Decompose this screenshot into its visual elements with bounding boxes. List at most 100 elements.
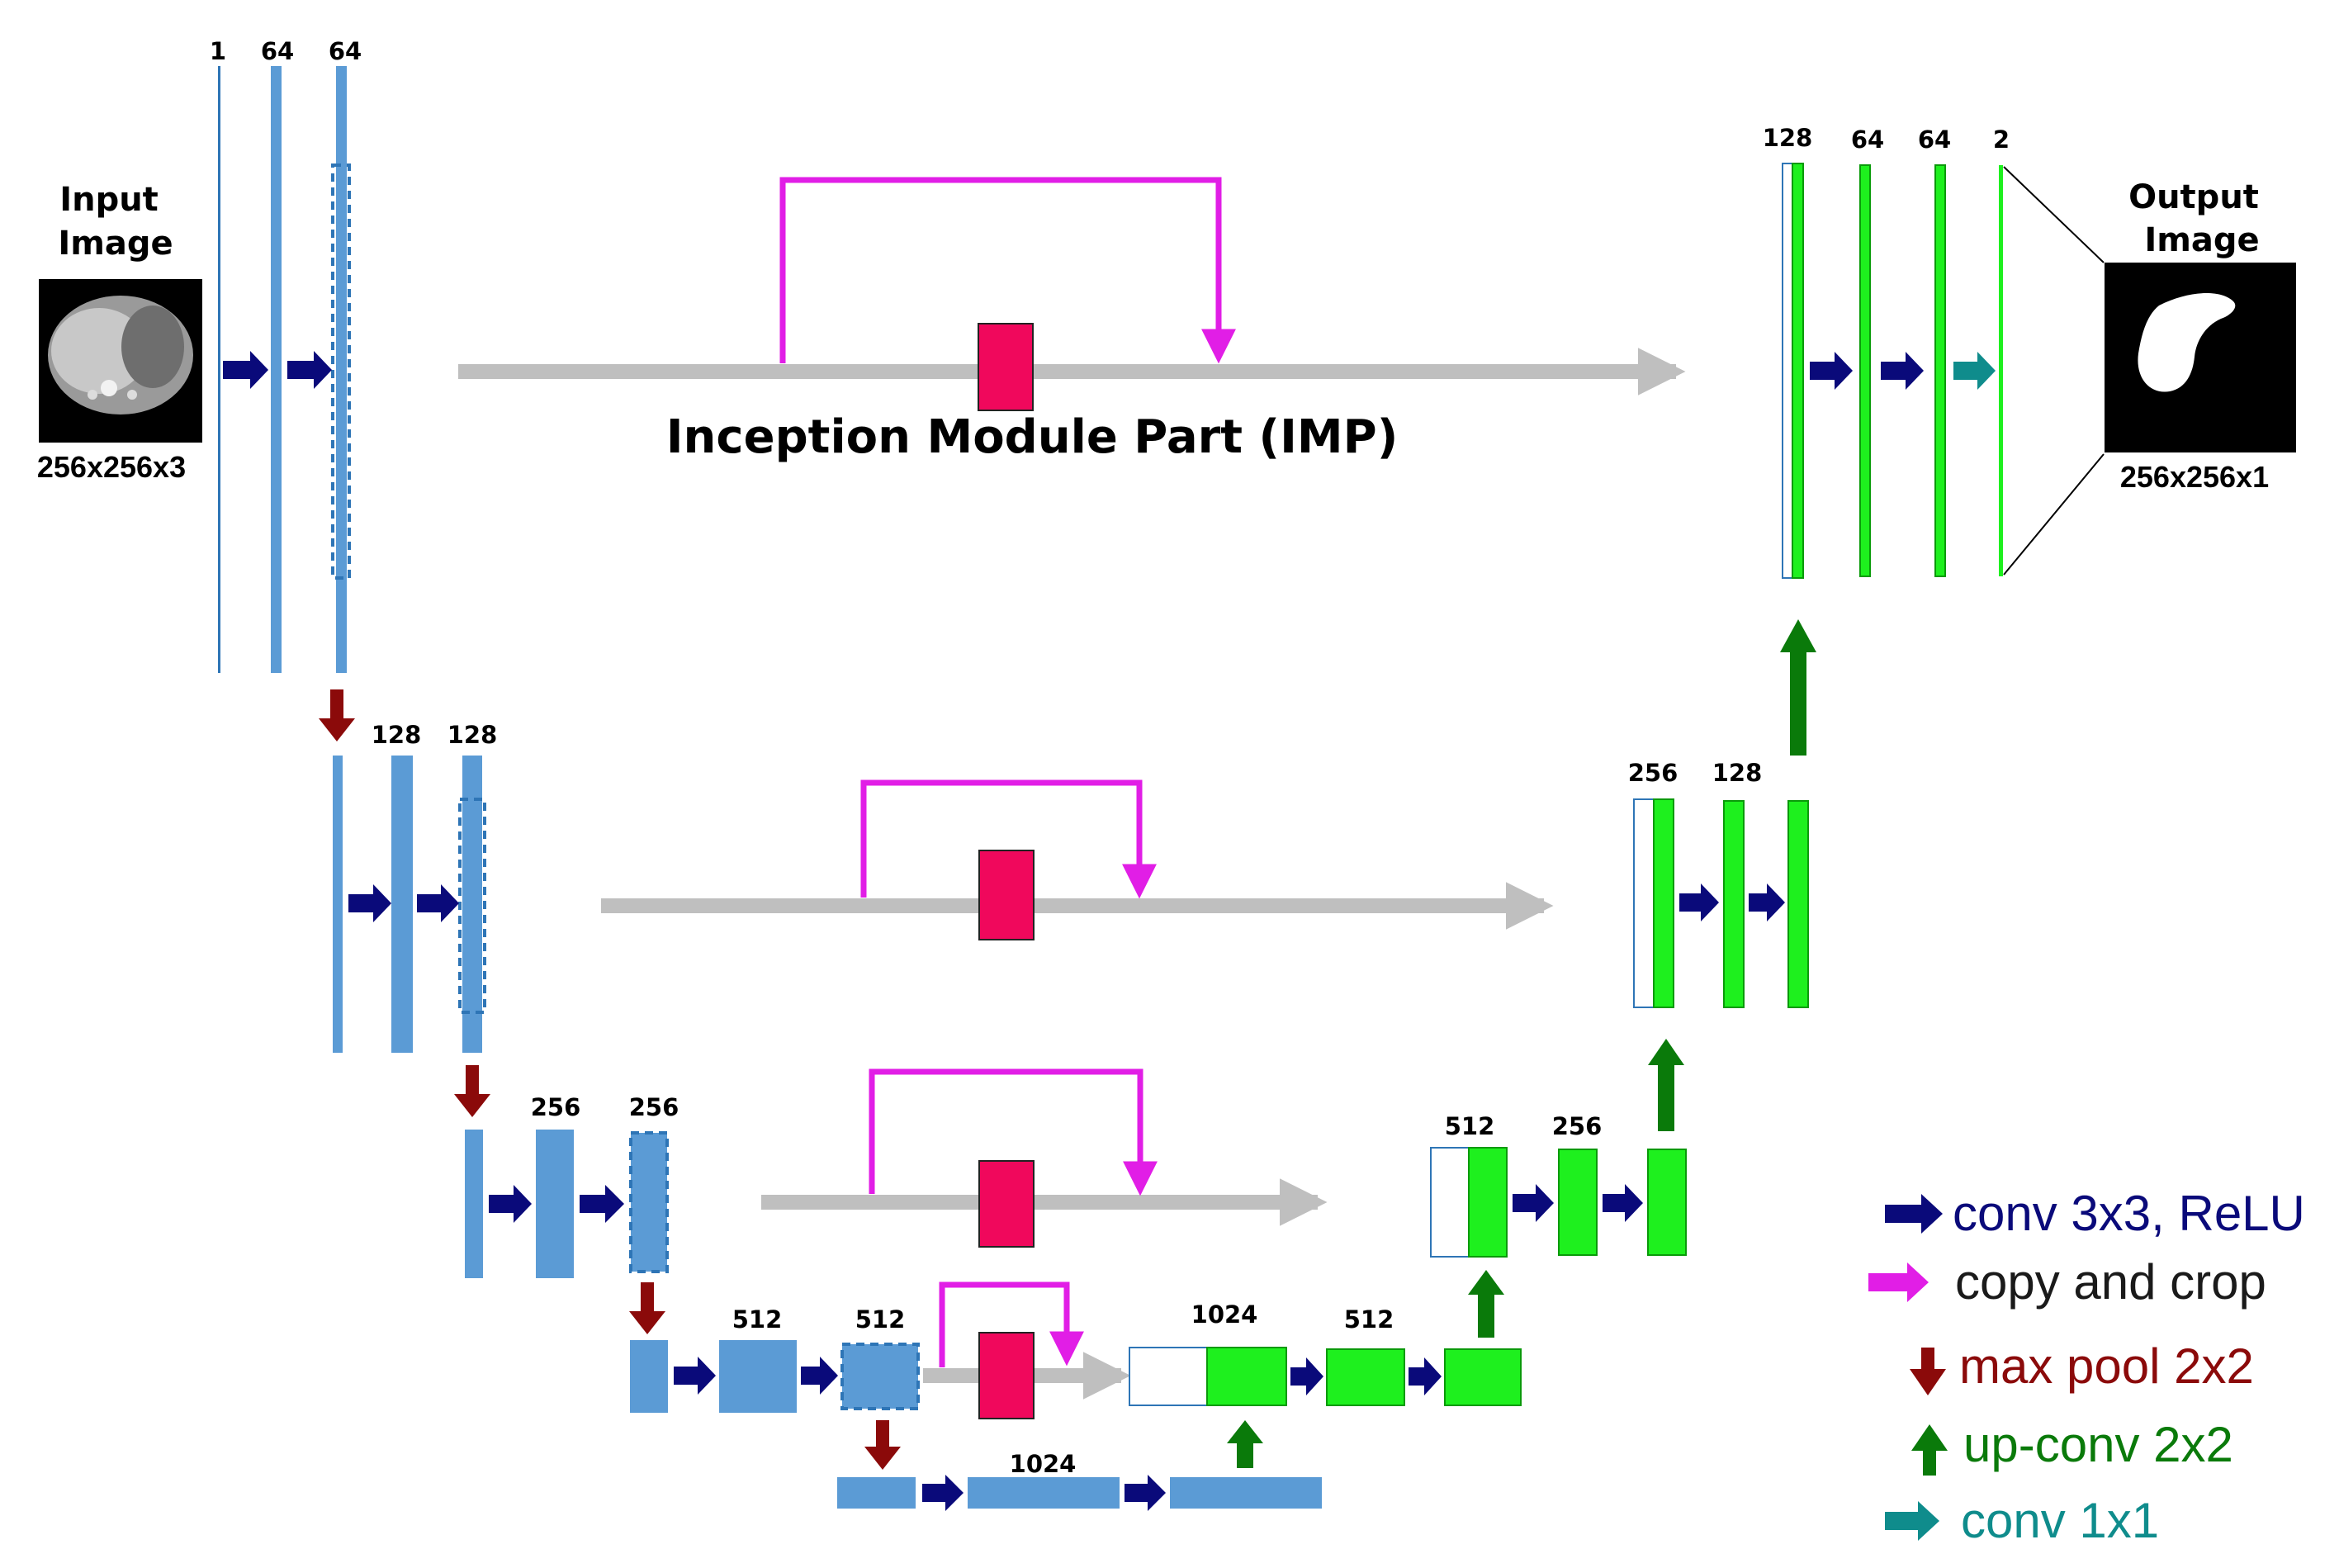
decoder-feature-map xyxy=(1444,1348,1522,1406)
encoder-feature-map xyxy=(462,756,482,1053)
channel-label: 64 xyxy=(261,37,294,65)
decoder-feature-map xyxy=(1326,1348,1405,1406)
conv-arrow-icon xyxy=(1603,1184,1643,1222)
decoder-feature-map xyxy=(1723,800,1745,1008)
conv-arrow-icon xyxy=(580,1185,624,1223)
conv-arrow-icon xyxy=(223,351,268,389)
upconv-arrow-icon xyxy=(1780,619,1816,756)
copy-crop-arrow xyxy=(939,1281,1084,1367)
output-feature-map xyxy=(1999,165,2003,576)
conv-arrow-icon xyxy=(1679,883,1719,921)
imp-block xyxy=(978,323,1034,411)
output-title-line1: Output xyxy=(2128,178,2259,216)
decoder-feature-map xyxy=(1558,1149,1598,1256)
conv-arrow-icon xyxy=(417,884,459,922)
channel-label: 64 xyxy=(329,37,362,65)
encoder-feature-map xyxy=(630,1340,668,1413)
maxpool-arrow-icon xyxy=(629,1282,665,1334)
decoder-feature-map xyxy=(1468,1147,1508,1258)
decoder-feature-map xyxy=(1653,798,1674,1008)
input-title-line1: Input xyxy=(59,181,159,219)
channel-label: 1024 xyxy=(1010,1450,1077,1478)
legend-conv-arrow-icon xyxy=(1885,1194,1943,1234)
upconv-arrow-icon xyxy=(1648,1039,1684,1131)
maxpool-arrow-icon xyxy=(864,1420,901,1470)
decoder-feature-map xyxy=(1934,164,1946,577)
encoder-feature-map xyxy=(536,1130,574,1278)
channel-label: 512 xyxy=(855,1305,906,1334)
cropped-region xyxy=(840,1343,920,1410)
cropped-region xyxy=(629,1131,669,1273)
encoder-feature-map xyxy=(336,66,347,673)
decoder-feature-map xyxy=(1787,800,1809,1008)
channel-label: 512 xyxy=(1445,1112,1495,1140)
legend-copy-label: copy and crop xyxy=(1955,1254,2266,1310)
conv-arrow-icon xyxy=(1125,1475,1166,1511)
upconv-arrow-icon xyxy=(1468,1270,1504,1338)
projection-line xyxy=(2003,166,2105,263)
channel-label: 256 xyxy=(1552,1112,1603,1140)
legend-maxpool-label: max pool 2x2 xyxy=(1959,1338,2254,1394)
channel-label: 1024 xyxy=(1191,1300,1258,1329)
upconv-arrow-icon xyxy=(1227,1420,1263,1468)
conv-arrow-icon xyxy=(1513,1184,1554,1222)
decoder-feature-map xyxy=(1859,164,1871,577)
channel-label: 256 xyxy=(531,1093,581,1121)
input-ct-image xyxy=(39,279,202,443)
channel-label: 256 xyxy=(1628,759,1678,787)
legend: conv 3x3, ReLU copy and crop max pool 2x… xyxy=(1868,1186,2305,1548)
legend-upconv-arrow-icon xyxy=(1911,1424,1948,1476)
bottleneck-feature-map xyxy=(968,1477,1120,1509)
legend-maxpool-arrow-icon xyxy=(1910,1348,1946,1395)
encoder-feature-map xyxy=(719,1340,797,1413)
bottleneck-feature-map xyxy=(1170,1477,1322,1509)
conv-arrow-icon xyxy=(287,351,332,389)
conv-arrow-icon xyxy=(1749,883,1785,921)
imp-block xyxy=(978,1160,1035,1248)
encoder-feature-map xyxy=(333,756,343,1053)
maxpool-arrow-icon xyxy=(319,689,355,741)
legend-upconv-label: up-conv 2x2 xyxy=(1963,1417,2233,1472)
channel-label: 512 xyxy=(732,1305,783,1334)
input-title-line2: Image xyxy=(58,225,173,263)
legend-copy-arrow-icon xyxy=(1868,1262,1929,1302)
channel-label: 2 xyxy=(1993,126,2010,154)
legend-conv1x1-arrow-icon xyxy=(1885,1501,1939,1541)
conv-arrow-icon xyxy=(922,1475,964,1511)
cropped-copy-map xyxy=(1430,1147,1471,1258)
imp-block xyxy=(978,850,1035,940)
decoder-feature-map xyxy=(1206,1347,1287,1406)
channel-label: 64 xyxy=(1918,126,1951,154)
encoder-feature-map xyxy=(465,1130,483,1278)
imp-label: Inception Module Part (IMP) xyxy=(666,410,1399,464)
conv-arrow-icon xyxy=(1290,1357,1323,1395)
copy-crop-arrow xyxy=(779,177,1236,364)
cropped-region xyxy=(331,163,351,580)
decoder-feature-map xyxy=(1792,163,1804,579)
encoder-feature-map xyxy=(391,756,413,1053)
output-title-line2: Image xyxy=(2144,221,2259,259)
channel-label: 64 xyxy=(1851,126,1884,154)
copy-crop-arrow xyxy=(869,1068,1158,1196)
decoder-feature-map xyxy=(1647,1149,1687,1256)
input-size-label: 256x256x3 xyxy=(37,450,186,484)
conv-arrow-icon xyxy=(489,1185,532,1223)
imp-block xyxy=(978,1332,1035,1419)
cropped-copy-map xyxy=(1129,1347,1210,1406)
conv-arrow-icon xyxy=(1881,352,1924,390)
conv-arrow-icon xyxy=(1810,352,1853,390)
legend-conv1x1-label: conv 1x1 xyxy=(1961,1493,2159,1548)
maxpool-arrow-icon xyxy=(454,1065,490,1117)
projection-line xyxy=(2003,453,2105,576)
conv1x1-arrow-icon xyxy=(1953,352,1996,390)
channel-label: 1 xyxy=(210,37,226,65)
cropped-region xyxy=(458,798,486,1014)
output-size-label: 256x256x1 xyxy=(2120,460,2269,494)
cropped-copy-map xyxy=(1633,798,1656,1008)
output-mask-image xyxy=(2105,263,2296,452)
conv-arrow-icon xyxy=(348,884,391,922)
conv-arrow-icon xyxy=(674,1357,716,1395)
channel-label: 512 xyxy=(1344,1305,1394,1334)
legend-conv-label: conv 3x3, ReLU xyxy=(1953,1186,2305,1241)
encoder-feature-map xyxy=(271,66,282,673)
